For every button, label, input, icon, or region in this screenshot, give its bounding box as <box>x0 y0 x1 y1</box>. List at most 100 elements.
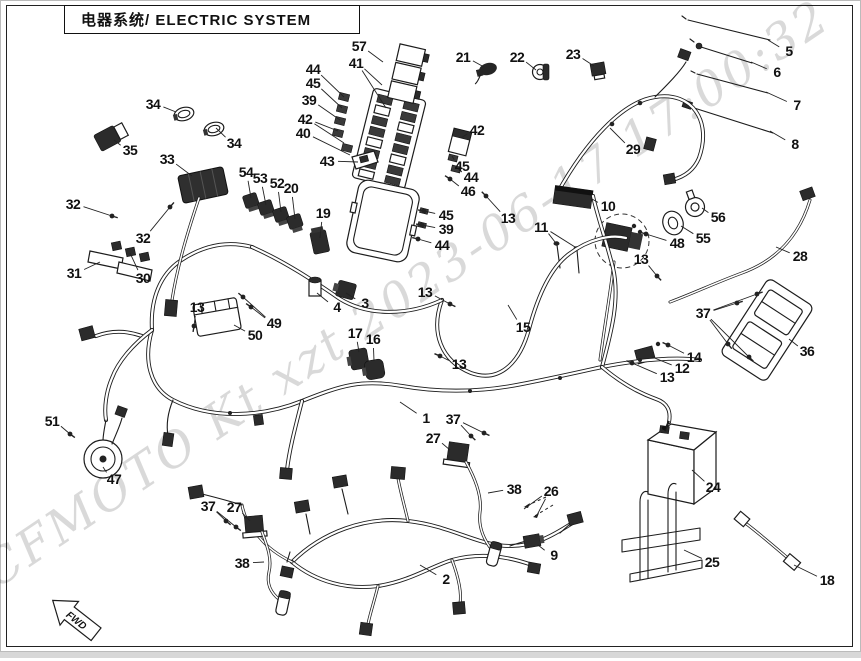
screw-stem <box>434 353 441 357</box>
leader-line <box>83 206 113 217</box>
battery <box>646 420 718 506</box>
leader-line <box>523 495 543 510</box>
fuse-box-assembly <box>331 43 473 263</box>
connectors-3-4 <box>308 276 357 300</box>
leader-line <box>215 127 226 138</box>
leader-line <box>701 207 709 213</box>
leader-line <box>767 39 780 48</box>
leader-line <box>314 123 345 144</box>
part-number-label: 29 <box>625 141 641 157</box>
part-number-label: 44 <box>463 169 479 185</box>
leader-line <box>525 61 537 71</box>
part-number-label: 13 <box>500 210 516 226</box>
part-number-label: 48 <box>669 235 685 251</box>
part-number-label: 37 <box>695 305 711 321</box>
part-number-label: 57 <box>351 38 367 54</box>
leader-line <box>769 130 786 141</box>
part-number-label: 15 <box>515 319 531 335</box>
leader-line <box>550 231 576 248</box>
screw-stem <box>415 223 423 226</box>
leader-line <box>83 261 101 270</box>
leader-line <box>472 60 485 68</box>
leader-line <box>680 225 694 235</box>
part-number-label: 6 <box>773 64 781 80</box>
connectors-54-53-52-20 <box>242 192 304 234</box>
screw-stem <box>111 215 118 219</box>
part-number-label: 34 <box>145 96 161 112</box>
connectors-16-17 <box>346 347 386 380</box>
leader-line <box>317 104 341 121</box>
leader-line <box>367 50 384 63</box>
leader-line <box>278 191 282 213</box>
part-number-label: 27 <box>226 499 242 515</box>
part-number-label: 24 <box>705 479 721 495</box>
part-number-label: 13 <box>417 284 433 300</box>
part-number-label: 22 <box>509 49 525 65</box>
part-number-label: 31 <box>66 265 82 281</box>
leader-line <box>345 292 356 300</box>
bottom-window-strip <box>0 652 861 658</box>
page-title: 电器系统/ ELECTRIC SYSTEM <box>81 12 312 29</box>
screw-stem <box>192 325 195 333</box>
part-number-label: 45 <box>305 75 321 91</box>
leader-line <box>462 422 485 434</box>
part-number-label: 41 <box>348 55 364 71</box>
part-number-label: 13 <box>451 356 467 372</box>
screw-stem <box>412 236 419 240</box>
leader-line <box>750 61 767 70</box>
part-number-label: 45 <box>438 207 454 223</box>
part-number-label: 1 <box>422 410 430 426</box>
part-number-label: 38 <box>506 481 522 497</box>
part-number-label: 45 <box>454 158 470 174</box>
leader-line <box>645 233 667 241</box>
part-number-label: 53 <box>252 170 268 186</box>
part-number-label: 9 <box>550 547 558 563</box>
screw-stem <box>756 291 763 295</box>
part-number-label: 4 <box>333 299 341 315</box>
relay-33 <box>164 166 229 317</box>
part-number-label: 42 <box>297 111 313 127</box>
leader-line <box>233 324 246 332</box>
bracket-31 <box>87 250 153 282</box>
leader-line <box>163 106 177 113</box>
part-number-label: 54 <box>238 164 254 180</box>
screw-stem <box>662 341 669 346</box>
part-number-label: 32 <box>65 196 81 212</box>
title-box: 电器系统/ ELECTRIC SYSTEM <box>64 5 360 34</box>
part-number-label: 13 <box>659 369 675 385</box>
part-number-label: 11 <box>534 219 548 235</box>
part-number-label: 21 <box>455 49 471 65</box>
part-number-label: 42 <box>469 122 485 138</box>
part-number-label: 18 <box>819 572 835 588</box>
screw-stem <box>417 209 425 212</box>
leader-line <box>216 511 237 528</box>
leader-line <box>451 155 455 160</box>
leader-line <box>775 246 790 254</box>
part-number-label: 19 <box>315 205 331 221</box>
leader-line <box>321 88 343 109</box>
screw-stem <box>656 275 662 281</box>
part-number-label: 20 <box>283 180 299 196</box>
cable-28 <box>668 186 816 304</box>
part-number-label: 14 <box>686 349 702 365</box>
leader-line <box>535 498 546 518</box>
part-number-label: 37 <box>200 498 216 514</box>
part-number-label: 55 <box>695 230 711 246</box>
part-number-label: 49 <box>266 315 282 331</box>
leader-line <box>149 206 171 232</box>
part-number-label: 3 <box>361 295 369 311</box>
parts-21-22-23 <box>474 61 607 85</box>
sensor-27-38-center <box>442 441 503 567</box>
leader-line <box>455 166 463 173</box>
connector-35 <box>93 122 130 152</box>
leader-line <box>373 347 375 362</box>
leader-line <box>788 338 799 347</box>
part-number-label: 39 <box>301 92 317 108</box>
diagram-frame <box>6 5 853 647</box>
screw-stem <box>237 292 244 298</box>
horn-47 <box>83 405 128 479</box>
part-number-label: 39 <box>438 221 454 237</box>
